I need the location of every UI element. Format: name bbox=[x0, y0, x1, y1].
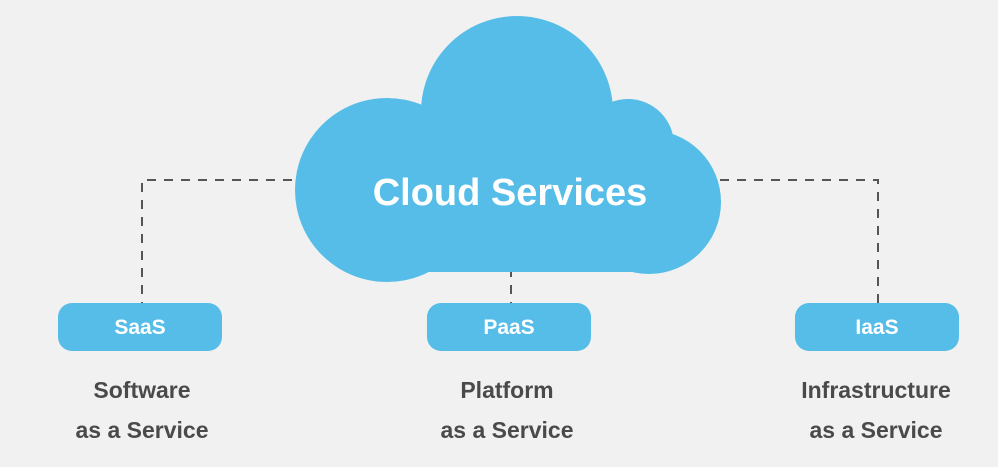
connector-iaas bbox=[720, 179, 879, 304]
service-paas-pill bbox=[427, 303, 591, 351]
service-iaas-pill bbox=[795, 303, 959, 351]
service-paas-desc-line2: as a Service bbox=[440, 417, 573, 443]
service-paas-label: PaaS bbox=[483, 316, 534, 339]
service-iaas-desc-line1: Infrastructure bbox=[801, 377, 951, 403]
service-saas-desc-line2: as a Service bbox=[75, 417, 208, 443]
service-iaas-label: IaaS bbox=[855, 316, 898, 339]
service-saas: SaaS Software as a Service bbox=[58, 303, 222, 443]
service-saas-desc-line1: Software bbox=[93, 377, 190, 403]
service-saas-label: SaaS bbox=[114, 316, 165, 339]
connector-saas bbox=[141, 179, 292, 304]
service-saas-pill bbox=[58, 303, 222, 351]
service-paas: PaaS Platform as a Service bbox=[427, 303, 591, 443]
cloud-shape bbox=[295, 16, 721, 282]
connectors bbox=[141, 179, 879, 304]
cloud-title: Cloud Services bbox=[373, 172, 648, 214]
service-paas-desc-line1: Platform bbox=[460, 377, 553, 403]
service-iaas-desc-line2: as a Service bbox=[809, 417, 942, 443]
service-iaas: IaaS Infrastructure as a Service bbox=[795, 303, 959, 443]
